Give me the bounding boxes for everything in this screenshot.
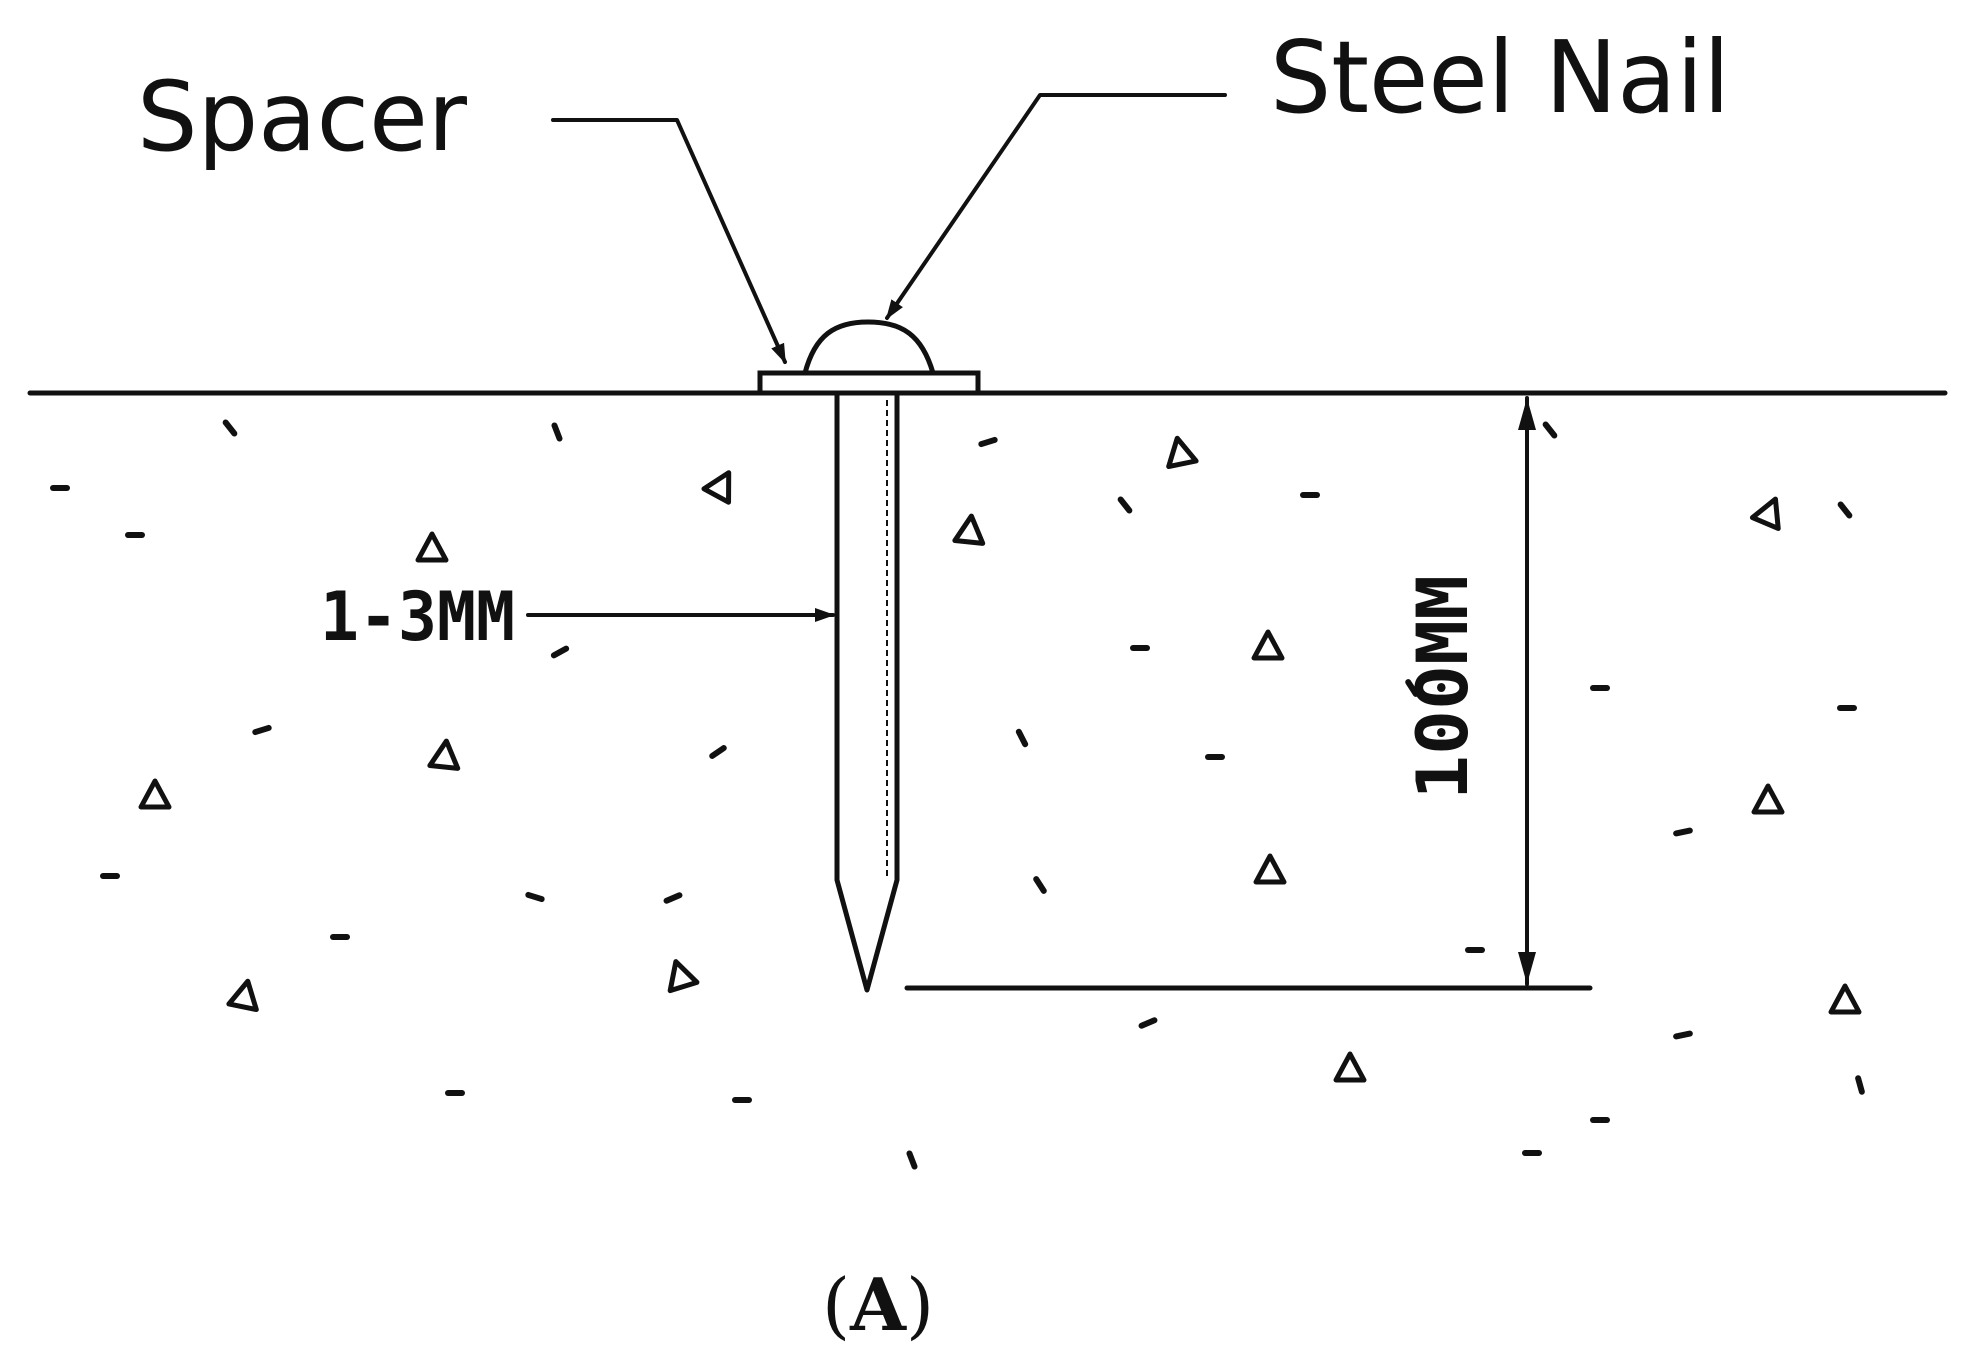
aggregate-triangle <box>667 959 700 994</box>
aggregate-triangle <box>1828 983 1862 1015</box>
aggregate-triangle <box>427 738 461 771</box>
nail-shank <box>834 390 900 993</box>
caption-close-paren: ) <box>906 1263 934 1347</box>
aggregate-speck <box>1138 1017 1158 1029</box>
aggregate-speck <box>525 891 545 903</box>
aggregate-speck <box>1673 827 1693 837</box>
aggregate-triangle <box>1749 496 1781 532</box>
spacer-plate <box>757 370 981 396</box>
aggregate-speck <box>1837 501 1853 519</box>
aggregate-speck <box>663 892 683 904</box>
nail-diameter-label: 1-3MM <box>320 578 515 657</box>
aggregate-speck <box>551 422 563 442</box>
steel-nail-leader-line <box>885 93 1227 320</box>
aggregate-triangle <box>1253 853 1287 885</box>
spacer-leader-line <box>551 118 787 364</box>
aggregate-speck <box>550 645 570 659</box>
aggregate-speck <box>1033 876 1047 894</box>
penetration-depth-label: 100MM <box>1402 575 1484 800</box>
aggregate-speck <box>252 724 272 736</box>
depth-arrow-top <box>1518 398 1536 430</box>
aggregate-speck <box>1855 1075 1865 1095</box>
aggregate-speck <box>906 1150 918 1170</box>
caption-letter: A <box>849 1262 907 1347</box>
aggregate-triangle <box>226 978 259 1013</box>
aggregate-triangle <box>952 513 986 546</box>
aggregate-triangle <box>701 470 732 505</box>
aggregate-speck <box>222 419 238 437</box>
aggregate-triangle <box>1751 783 1785 815</box>
aggregate-triangle <box>138 778 172 810</box>
nail-head <box>802 319 936 376</box>
aggregate-texture <box>50 419 1865 1170</box>
aggregate-speck <box>1405 679 1419 697</box>
aggregate-triangle <box>1251 629 1285 661</box>
figure-caption: (A) <box>822 1262 934 1347</box>
aggregate-triangle <box>415 531 449 563</box>
aggregate-triangle <box>1166 435 1199 470</box>
spacer-label: Spacer <box>137 61 468 173</box>
aggregate-speck <box>1673 1030 1693 1040</box>
steel-nail-label: Steel Nail <box>1270 19 1730 136</box>
aggregate-triangle <box>1333 1051 1367 1083</box>
caption-open-paren: ( <box>822 1263 850 1347</box>
aggregate-speck <box>1542 421 1558 439</box>
aggregate-speck <box>709 745 727 759</box>
depth-arrow-bottom <box>1518 952 1536 984</box>
aggregate-speck <box>978 436 998 448</box>
aggregate-speck <box>1015 728 1029 748</box>
aggregate-speck <box>1117 496 1133 514</box>
